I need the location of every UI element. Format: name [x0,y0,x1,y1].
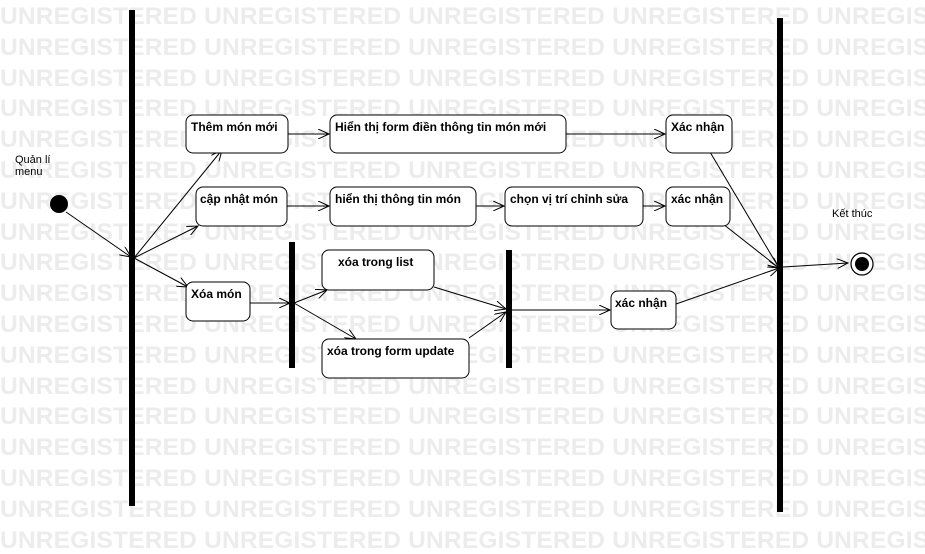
final-node-inner [855,257,869,271]
fork-bar-delete [289,242,295,368]
edge-start-fork [65,211,131,257]
edges [65,134,848,339]
edge-xacnhan1-end [709,151,779,268]
action-label: xác nhận [671,192,723,206]
action-xac-nhan-2[interactable]: xác nhận [665,186,731,227]
join-bar-delete [506,250,512,368]
action-hien-thi-form[interactable]: Hiển thị form điền thông tin món mới [329,114,567,154]
start-label-line1: Quản lí [15,154,50,166]
action-label: Thêm món mới [191,120,278,134]
action-label: xóa trong form update [327,344,455,358]
edge-end-final [782,263,848,267]
edge-fork-capnhat [133,226,198,259]
action-label: xóa trong list [338,255,413,269]
edge-fork-them [133,150,222,259]
edge-xacnhan3-end [675,268,779,305]
action-xoa-trong-list[interactable]: xóa trong list [321,249,435,291]
edge-fork-xoa [133,257,188,287]
edge-forkbar-list [293,290,327,304]
action-xac-nhan-3[interactable]: xác nhận [610,290,677,330]
action-label: Xác nhận [671,120,724,134]
action-chon-vi-tri[interactable]: chọn vị trí chỉnh sửa [504,186,644,227]
end-label: Kết thúc [832,208,873,220]
action-cap-nhat-mon[interactable]: cập nhật món [195,186,288,227]
action-xoa-mon[interactable]: Xóa món [185,281,251,322]
edge-list-joinbar [433,286,506,309]
action-xac-nhan-1[interactable]: Xác nhận [665,114,733,154]
action-them-mon-moi[interactable]: Thêm món mới [185,114,289,154]
action-label: cập nhật món [200,192,278,206]
action-label: Hiển thị form điền thông tin món mới [335,120,546,134]
start-label-line2: menu [15,166,43,178]
edge-forkbar-form [293,302,356,339]
fork-bar-main [129,10,135,506]
action-label: hiển thị thông tin món [335,192,461,206]
join-bar-end [777,18,783,512]
edge-form-joinbar [468,312,506,339]
action-xoa-trong-form[interactable]: xóa trong form update [321,338,470,379]
edge-xacnhan2-end [722,223,779,268]
action-label: xác nhận [615,296,667,310]
action-label: Xóa món [191,287,242,301]
initial-node [50,195,68,213]
action-label: chọn vị trí chỉnh sửa [510,192,628,206]
action-hien-thi-thong-tin[interactable]: hiển thị thông tin món [329,186,477,227]
